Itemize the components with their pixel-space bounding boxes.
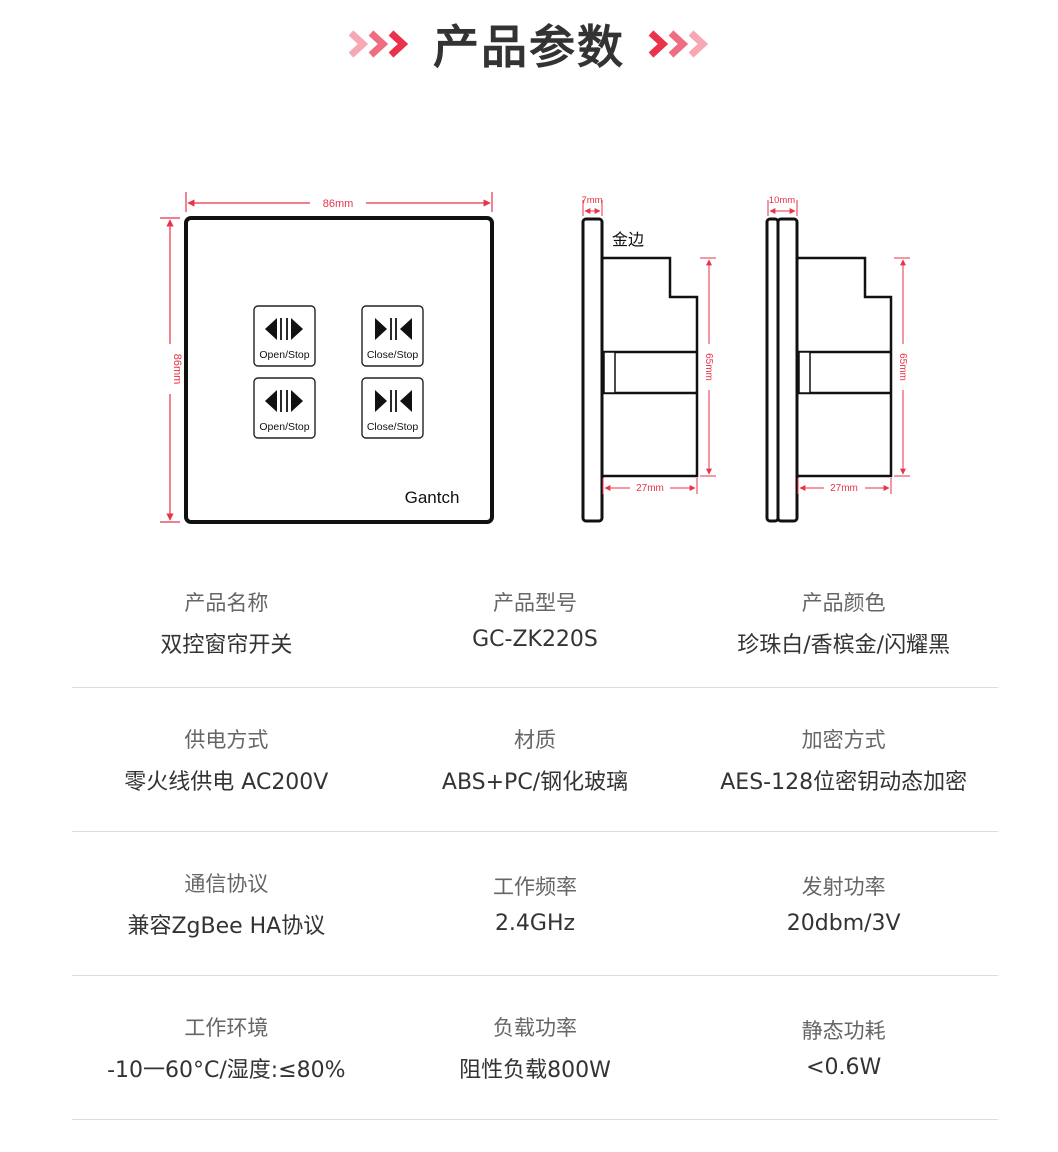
side2-thickness-label: 10mm [769, 195, 795, 206]
side-view-1: 7mm 金边 65mm 27mm [581, 195, 716, 523]
spec-label: 通信协议 [184, 871, 269, 896]
spec-value: 20dbm/3V [786, 911, 901, 936]
spec-label: 工作环境 [184, 1015, 269, 1040]
spec-value: ABS+PC/钢化玻璃 [441, 769, 629, 795]
spec-value: 兼容ZgBee HA协议 [127, 913, 326, 939]
left-chevrons-icon [349, 29, 419, 59]
spec-label: 产品名称 [184, 591, 269, 615]
spec-value: 珍珠白/香槟金/闪耀黑 [737, 633, 951, 658]
spec-label: 产品颜色 [801, 591, 886, 615]
side1-depth-label: 27mm [636, 483, 664, 494]
spec-row: 工作环境 -10一60°C/湿度:≤80% 负载功率 阻性负载800W 静态功耗… [72, 976, 998, 1120]
spec-cell-model: 产品型号 GC-ZK220S [381, 565, 690, 687]
button-open-stop-2: Open/Stop [253, 377, 316, 439]
button-label: Open/Stop [259, 421, 309, 433]
side2-height-label: 65mm [897, 353, 908, 381]
open-arrows-icon [265, 318, 303, 340]
spec-value: 阻性负载800W [459, 1057, 611, 1083]
spec-label: 工作频率 [493, 875, 577, 899]
spec-label: 加密方式 [801, 727, 886, 752]
spec-cell-power-supply: 供电方式 零火线供电 AC200V [72, 688, 381, 831]
front-view: 86mm 86mm Open/Stop [160, 192, 494, 524]
spec-cell-color: 产品颜色 珍珠白/香槟金/闪耀黑 [689, 565, 998, 687]
spec-value: 2.4GHz [494, 911, 576, 936]
spec-value: <0.6W [806, 1055, 882, 1080]
section-header: 产品参数 [0, 14, 1058, 74]
spec-value: -10一60°C/湿度:≤80% [107, 1057, 346, 1083]
spec-value: AES-128位密钥动态加密 [720, 769, 968, 795]
spec-row: 供电方式 零火线供电 AC200V 材质 ABS+PC/钢化玻璃 加密方式 AE… [72, 688, 998, 832]
spec-cell-frequency: 工作频率 2.4GHz [381, 832, 690, 975]
button-close-stop-2: Close/Stop [361, 377, 424, 439]
open-arrows-icon [265, 390, 303, 412]
spec-row: 产品名称 双控窗帘开关 产品型号 GC-ZK220S 产品颜色 珍珠白/香槟金/… [72, 565, 998, 688]
button-label: Close/Stop [367, 421, 419, 433]
spec-row: 通信协议 兼容ZgBee HA协议 工作频率 2.4GHz 发射功率 20dbm… [72, 832, 998, 976]
button-close-stop-1: Close/Stop [361, 305, 424, 367]
right-chevrons-icon [639, 29, 709, 59]
spec-label: 供电方式 [184, 727, 269, 752]
side-view-2: 10mm 65mm 27mm [765, 195, 910, 523]
button-label: Open/Stop [259, 349, 309, 361]
button-label: Close/Stop [367, 349, 419, 361]
dimension-diagram: 86mm 86mm Open/Stop [160, 192, 910, 524]
spec-label: 静态功耗 [801, 1019, 886, 1043]
spec-cell-load-power: 负载功率 阻性负载800W [381, 976, 690, 1119]
button-open-stop-1: Open/Stop [253, 305, 316, 367]
side2-depth-label: 27mm [830, 483, 858, 494]
spec-cell-encryption: 加密方式 AES-128位密钥动态加密 [689, 688, 998, 831]
front-height-label: 86mm [171, 354, 183, 385]
page-title: 产品参数 [433, 20, 625, 74]
spec-cell-environment: 工作环境 -10一60°C/湿度:≤80% [72, 976, 381, 1119]
spec-cell-material: 材质 ABS+PC/钢化玻璃 [381, 688, 690, 831]
front-width-label: 86mm [323, 198, 354, 210]
gold-edge-label: 金边 [612, 230, 644, 249]
spec-cell-transmit-power: 发射功率 20dbm/3V [689, 832, 998, 975]
spec-cell-standby-power: 静态功耗 <0.6W [689, 976, 998, 1119]
side1-thickness-label: 7mm [581, 195, 602, 206]
spec-value: 零火线供电 AC200V [124, 769, 329, 795]
spec-value: 双控窗帘开关 [160, 633, 293, 658]
spec-table: 产品名称 双控窗帘开关 产品型号 GC-ZK220S 产品颜色 珍珠白/香槟金/… [72, 565, 998, 1120]
spec-label: 材质 [514, 727, 556, 752]
spec-label: 发射功率 [801, 875, 886, 899]
spec-cell-protocol: 通信协议 兼容ZgBee HA协议 [72, 832, 381, 975]
close-arrows-icon [375, 390, 412, 412]
spec-value: GC-ZK220S [472, 627, 598, 652]
close-arrows-icon [375, 318, 412, 340]
spec-label: 负载功率 [493, 1015, 577, 1040]
side1-height-label: 65mm [703, 353, 714, 381]
spec-label: 产品型号 [493, 591, 577, 615]
brand-logo: Gantch [405, 488, 460, 507]
spec-cell-product-name: 产品名称 双控窗帘开关 [72, 565, 381, 687]
